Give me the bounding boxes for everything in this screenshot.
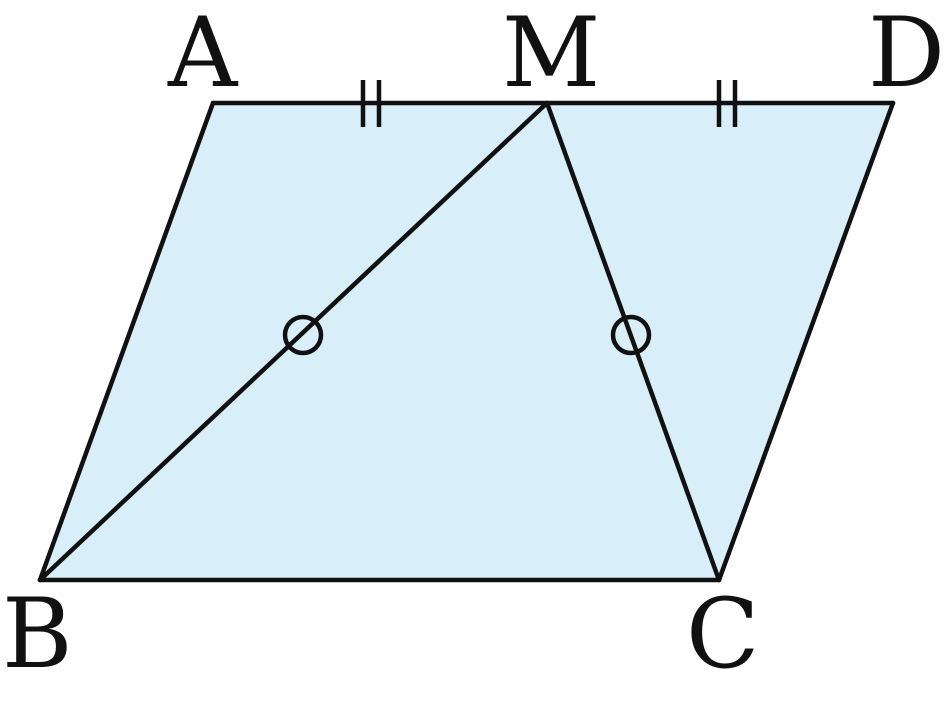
vertex-label-d: D <box>868 0 945 109</box>
vertex-label-a: A <box>167 0 239 109</box>
segment-mc <box>544 100 722 583</box>
circle-mark-mc <box>610 314 652 356</box>
vertex-label-c: C <box>686 578 759 690</box>
tick-mark-am <box>360 80 382 127</box>
edge-ba <box>37 100 216 583</box>
vertex-label-m: M <box>502 0 600 109</box>
segment-mb <box>37 100 550 583</box>
parallelogram-fill <box>40 103 893 580</box>
circle-mark-mb <box>282 314 324 356</box>
edge-dc <box>716 100 896 583</box>
tick-mark-md <box>716 80 738 127</box>
vertex-label-b: B <box>2 578 73 690</box>
